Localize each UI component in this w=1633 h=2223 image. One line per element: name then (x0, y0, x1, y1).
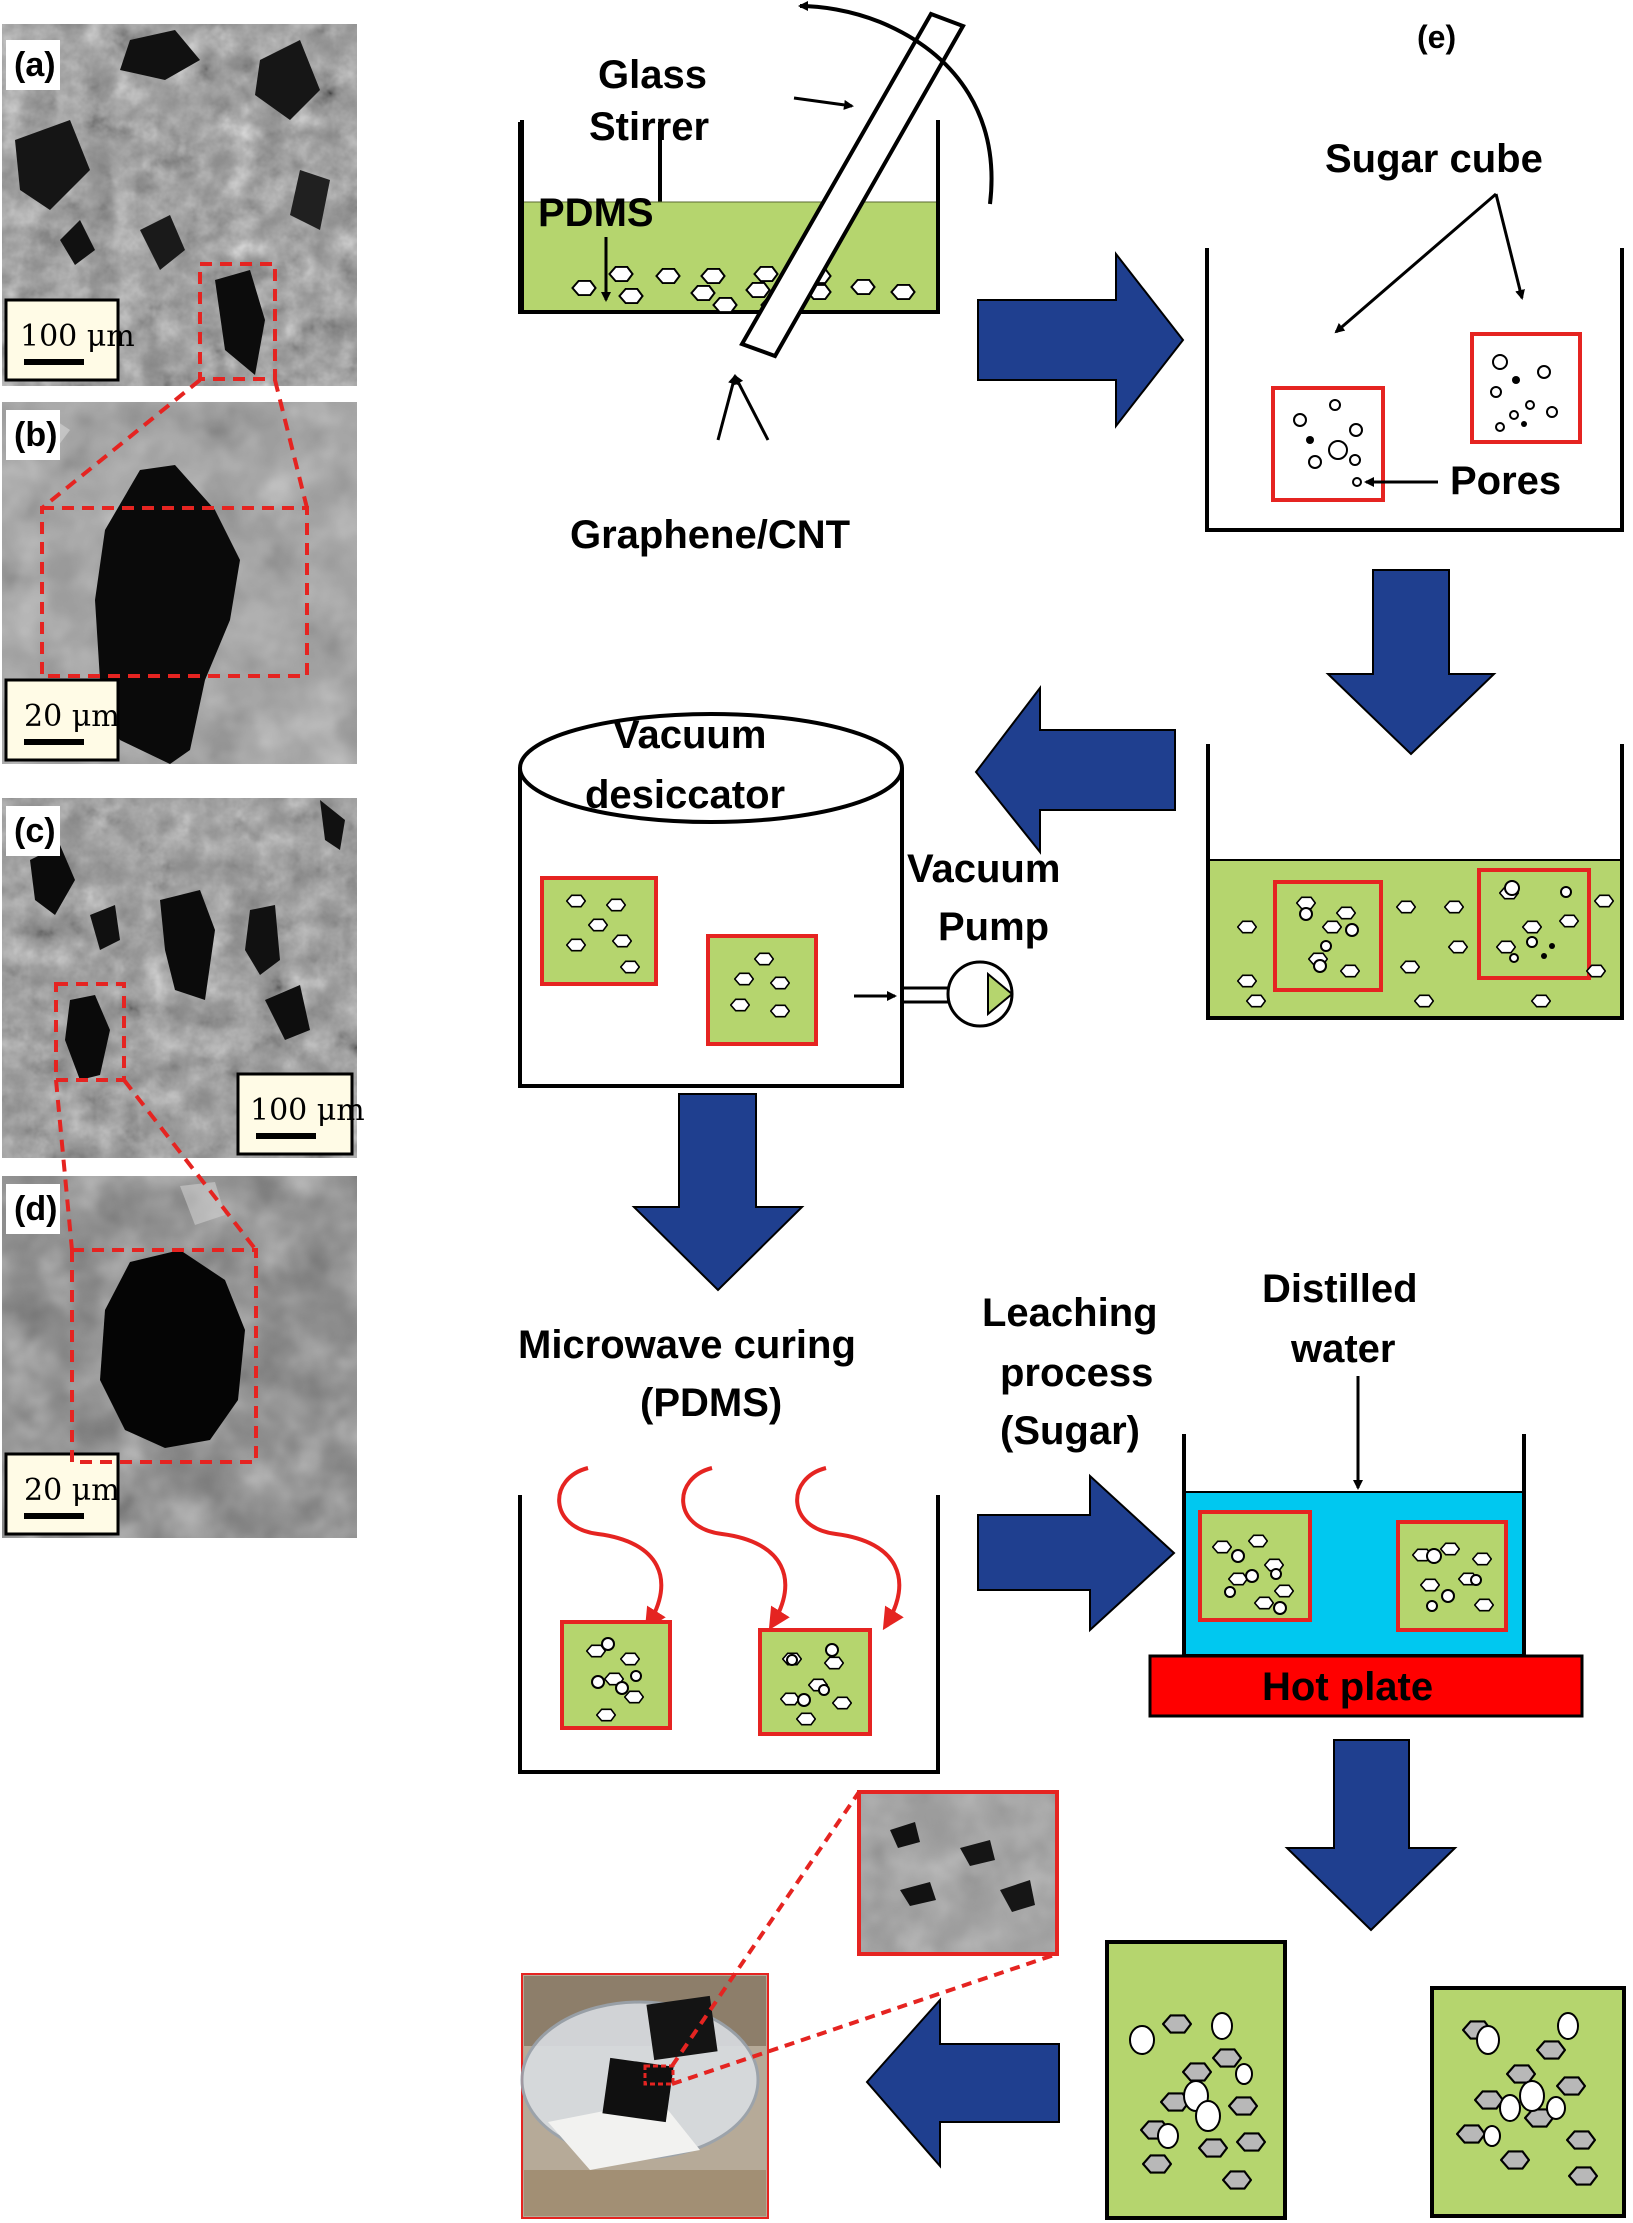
porous-sponge-1 (1105, 1940, 1287, 2220)
block-arrow-right-icon-2 (977, 1473, 1176, 1633)
sugar-beaker (1205, 248, 1624, 532)
svg-text:(d): (d) (14, 1190, 57, 1228)
microwave-beaker (518, 1495, 940, 1774)
vacuum-desiccator-label-1: Vacuum (613, 713, 766, 757)
sample-photo (520, 1973, 769, 2219)
distilled-water-label-1: Distilled (1262, 1267, 1418, 1311)
microwave-label-1: Microwave curing (518, 1323, 856, 1367)
distilled-water-label-2: water (1290, 1327, 1396, 1371)
panel-letter-d: (d) (6, 1184, 60, 1234)
microwave-wave-icon (557, 1466, 666, 1631)
sem-panel-c: (c) 100 μm (2, 798, 365, 1158)
svg-text:100 μm: 100 μm (20, 319, 135, 354)
sugar-pointer-2 (1494, 193, 1525, 300)
zoom-connector-a-right (273, 379, 309, 509)
leaching-beaker (1182, 1434, 1526, 1658)
block-arrow-left-icon (974, 685, 1176, 855)
inset-connector-1 (670, 1790, 861, 2068)
leaching-label-2: process (1000, 1351, 1153, 1395)
zoom-box-b (40, 506, 309, 678)
graphene-pointer-2 (733, 374, 770, 441)
scale-bar-b: 20 μm (4, 678, 120, 762)
microwave-label-2: (PDMS) (640, 1381, 782, 1425)
svg-text:(a): (a) (14, 46, 56, 84)
block-arrow-down-icon-2 (631, 1093, 805, 1292)
infused-beaker (1206, 744, 1624, 1020)
zoom-box-d (70, 1248, 258, 1464)
cured-cube-1 (560, 1620, 672, 1730)
svg-text:20 μm: 20 μm (24, 1473, 120, 1508)
graphene-pointer-1 (716, 374, 738, 441)
panel-letter-b: (b) (6, 410, 60, 460)
scale-bar-c: 100 μm (236, 1072, 365, 1156)
block-arrow-down-icon (1325, 569, 1497, 756)
pump-icon (854, 960, 1014, 1028)
hot-plate: Hot plate (1148, 1654, 1584, 1718)
vacuum-desiccator-label-2: desiccator (585, 773, 785, 817)
block-arrow-right-icon (977, 251, 1185, 429)
glass-stirrer-pointer (793, 96, 854, 110)
svg-text:(c): (c) (14, 812, 56, 850)
svg-text:100 μm: 100 μm (250, 1093, 365, 1128)
scale-bar-d: 20 μm (4, 1452, 120, 1536)
svg-text:20 μm: 20 μm (24, 699, 120, 734)
graphene-cnt-label: Graphene/CNT (570, 513, 850, 557)
panel-letter-c: (c) (6, 806, 60, 856)
glass-stirrer-label-1: Glass (598, 53, 707, 97)
vacuum-desiccator (518, 712, 904, 1088)
microwave-wave-icon-3 (795, 1466, 904, 1631)
scale-bar-a: 100 μm (4, 298, 135, 382)
sem-panel-b: (b) 20 μm (2, 402, 357, 764)
block-arrow-down-icon-3 (1284, 1739, 1458, 1932)
pdms-label: PDMS (538, 191, 654, 235)
zoom-connector-a-left (40, 378, 202, 510)
svg-text:Hot plate: Hot plate (1262, 1665, 1433, 1709)
sugar-cube-label: Sugar cube (1325, 137, 1543, 181)
zoom-connector-c-left (54, 1079, 74, 1251)
sem-panel-d: (d) 20 μm (2, 1176, 357, 1538)
sugar-pointer-1 (1334, 192, 1497, 334)
zoom-box-a (198, 262, 277, 381)
zoom-box-c (54, 982, 126, 1082)
leaching-label-3: (Sugar) (1000, 1409, 1140, 1453)
glass-stirrer (739, 11, 966, 359)
rotation-arc-icon (798, 1, 994, 205)
porous-sponge-2 (1430, 1986, 1626, 2218)
panel-letter-e: (e) (1417, 19, 1456, 55)
sugar-cube-2 (1470, 332, 1582, 444)
panel-letter-a: (a) (6, 40, 60, 90)
vacuum-pump-label-1: Vacuum (907, 847, 1060, 891)
microwave-wave-icon-2 (681, 1466, 790, 1631)
cured-cube-2 (758, 1628, 872, 1736)
zoom-connector-c-right (122, 1078, 258, 1252)
pores-label: Pores (1450, 459, 1561, 503)
svg-text:(b): (b) (14, 416, 57, 454)
infused-flakes (1237, 880, 1614, 1008)
block-arrow-left-icon-2 (865, 1997, 1060, 2169)
sem-panel-a: (a) 100 μm (2, 24, 357, 386)
inset-sem (857, 1790, 1059, 1956)
vacuum-pump-label-2: Pump (938, 905, 1049, 949)
leaching-label-1: Leaching (982, 1291, 1158, 1335)
glass-stirrer-label-2: Stirrer (589, 105, 709, 149)
